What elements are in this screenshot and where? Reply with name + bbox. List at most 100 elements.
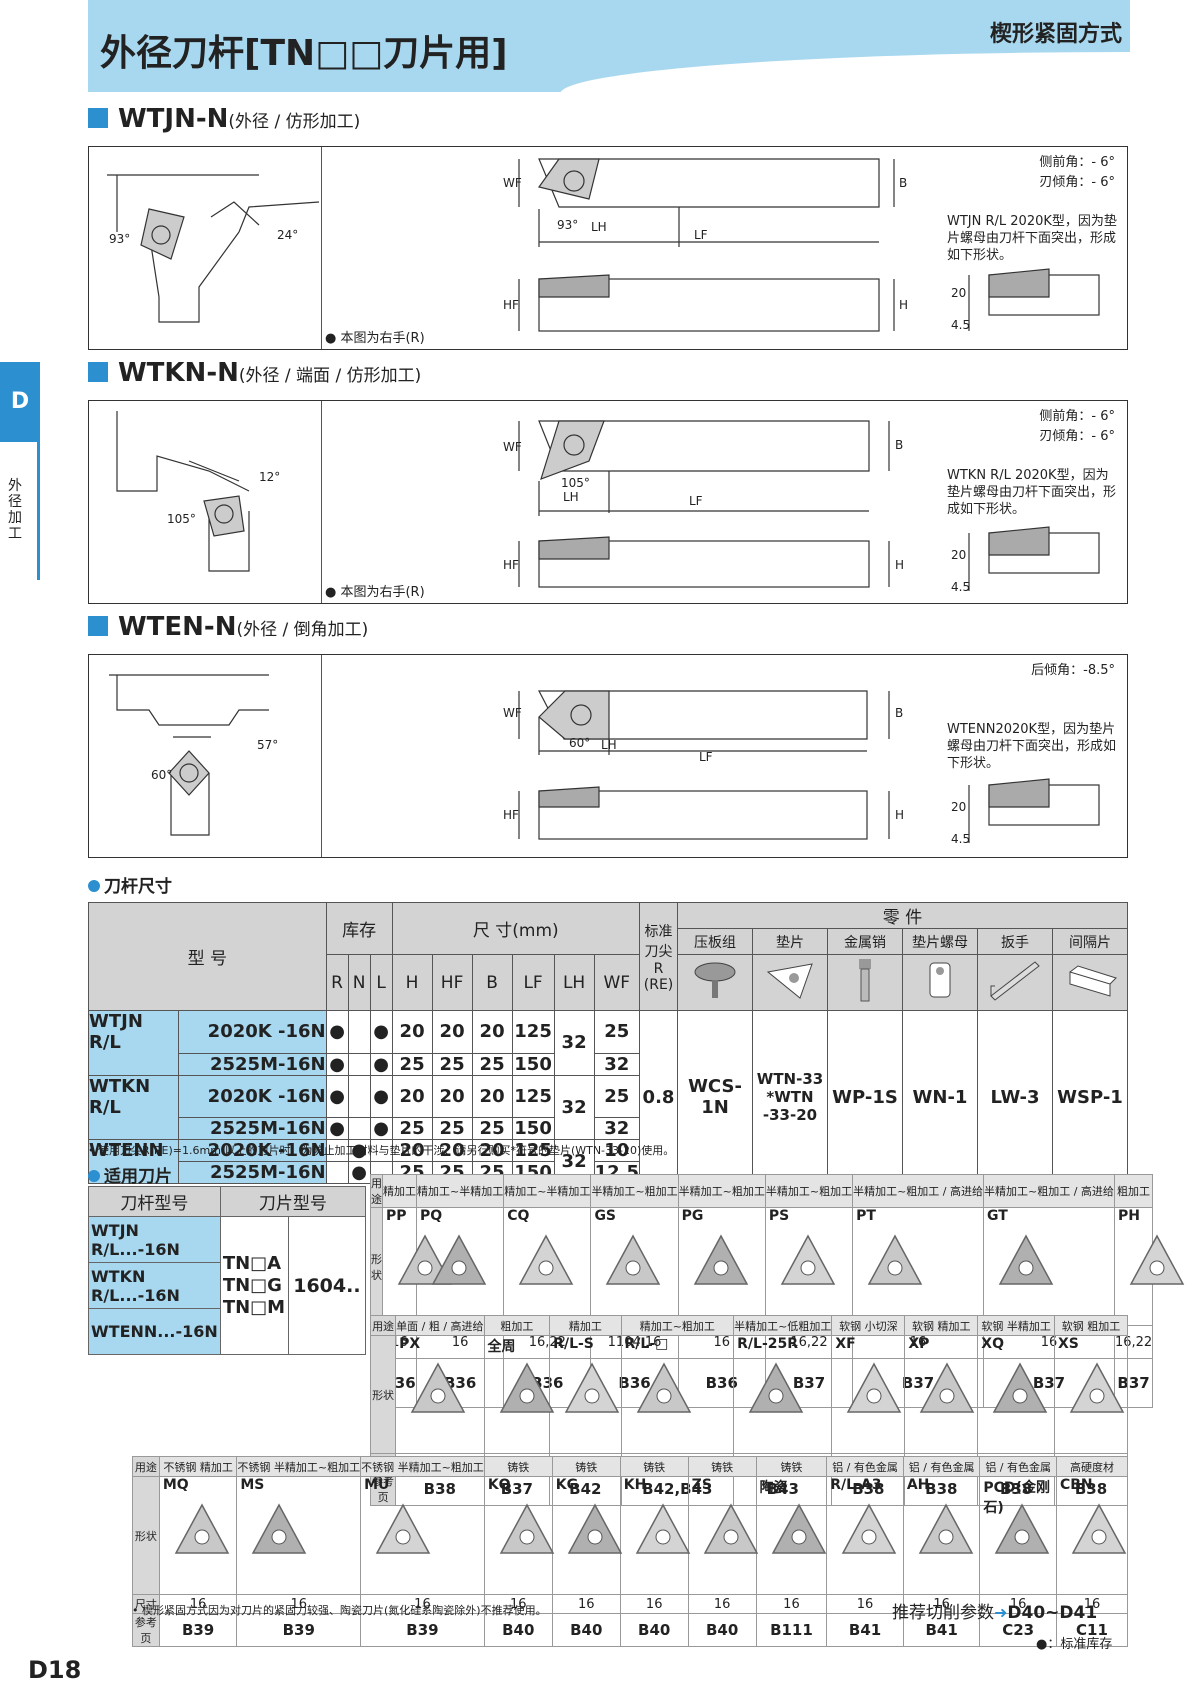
triangle-insert-icon bbox=[842, 1503, 897, 1554]
insert-ref-page: B40 bbox=[619, 1613, 689, 1647]
insert-chipbreaker: CQ bbox=[507, 1208, 530, 1224]
insert-cell: CQ bbox=[503, 1207, 592, 1326]
insert-chipbreaker: KQ bbox=[487, 1477, 511, 1493]
dim-label-h: H bbox=[895, 808, 904, 822]
insert-ref-page: C11 bbox=[1055, 1613, 1129, 1647]
angle-spec: 侧前角：- 6°刃倾角：- 6° bbox=[1039, 409, 1115, 444]
triangle-insert-icon bbox=[431, 1234, 487, 1285]
insert-cell: MU bbox=[360, 1476, 485, 1595]
holder-size-table: 型 号 库存 尺 寸(mm) 标准刀尖R (RE) 零 件 压板组 垫片 金属销… bbox=[88, 902, 1128, 1184]
section-title-wtkn: WTKN-N(外径 / 端面 / 仿形加工) bbox=[88, 358, 421, 388]
col-header-parts: 零 件 bbox=[677, 902, 1128, 929]
part-value: WCS-1N bbox=[677, 1010, 753, 1184]
right-hand-note: ● 本图为右手(R) bbox=[325, 331, 425, 346]
insert-use: 粗加工 bbox=[1113, 1174, 1154, 1208]
angle-label: 60° bbox=[569, 736, 590, 750]
insert-use: 铝 / 有色金属 bbox=[979, 1456, 1057, 1477]
insert-use: 铝 / 有色金属 bbox=[902, 1456, 981, 1477]
row-label: 形状 bbox=[132, 1476, 160, 1595]
drawing-box-wtkn: 105° 12° 105° LH LF WF B HF H 4.5 20 ● 本… bbox=[88, 400, 1128, 604]
insert-cell: R/L-25R bbox=[733, 1335, 833, 1454]
insert-ref-page: B111 bbox=[755, 1613, 828, 1647]
triangle-insert-icon bbox=[918, 1503, 974, 1554]
dim-label-h: H bbox=[899, 298, 908, 312]
dim-label-lh: LH bbox=[563, 490, 579, 504]
part-header: 垫片 bbox=[752, 928, 828, 955]
circle-bullet-icon bbox=[88, 880, 100, 892]
page-number: D18 bbox=[28, 1656, 82, 1684]
recommended-params[interactable]: 推荐切削参数➜D40~D41 bbox=[892, 1603, 1098, 1623]
bottom-note: • 楔形紧固方式因为对刀片的紧固力较强、陶瓷刀片(氮化硅系陶瓷除外)不推荐使用。 bbox=[132, 1604, 547, 1617]
insert-cell: R/L-A3 bbox=[826, 1476, 904, 1595]
dim-label-h: H bbox=[895, 558, 904, 572]
triangle-insert-icon bbox=[867, 1234, 923, 1285]
col-header-stock: 库存 bbox=[325, 902, 393, 955]
insert-chipbreaker: GT bbox=[987, 1208, 1008, 1224]
insert-cell: XS bbox=[1054, 1335, 1128, 1454]
insert-chipbreaker: KG bbox=[555, 1477, 579, 1493]
triangle-insert-icon bbox=[375, 1503, 431, 1554]
col-header-model: 型 号 bbox=[88, 902, 327, 1011]
insert-cell: XQ bbox=[977, 1335, 1056, 1454]
holder-footnote: • 使用刀尖R(RE)=1.6mm 以上的刀片时、为防止加工材料与垫片的干涉、请… bbox=[88, 1144, 675, 1157]
dim-label-offset: 4.5 bbox=[951, 832, 970, 846]
insert-chipbreaker: 全周 bbox=[487, 1339, 516, 1355]
dim-label-lf: LF bbox=[699, 750, 713, 764]
row-label: 用途 bbox=[132, 1456, 160, 1477]
dim-label-lf: LF bbox=[689, 494, 703, 508]
holder-size-heading: 刀杆尺寸 bbox=[88, 872, 172, 897]
insert-chipbreaker: PCD(金刚石) bbox=[983, 1480, 1050, 1516]
insert-ref-page: B39 bbox=[158, 1613, 238, 1647]
drawing-box-wtjn: 93° 24° 93° LH LF WF B HF H 4.5 20 ● 本图为… bbox=[88, 146, 1128, 350]
triangle-insert-icon bbox=[518, 1234, 574, 1285]
row-label: 用途 bbox=[370, 1174, 383, 1208]
dim-label-b: B bbox=[895, 706, 903, 720]
row-label: 形状 bbox=[370, 1207, 383, 1326]
page-title: 外径刀杆[TN□□刀片用] bbox=[100, 33, 508, 74]
shim-nut-icon bbox=[902, 954, 978, 1011]
insert-cell: PX bbox=[395, 1335, 485, 1454]
insert-size: 16 bbox=[551, 1594, 621, 1614]
part-header: 压板组 bbox=[677, 928, 753, 955]
part-value: LW-3 bbox=[977, 1010, 1053, 1184]
insert-cell: GT bbox=[983, 1207, 1115, 1326]
insert-use: 单面 / 粗 / 高进给 bbox=[395, 1315, 485, 1336]
wrench-icon bbox=[977, 954, 1053, 1011]
insert-grid-3: 用途不锈钢 精加工不锈钢 半精加工~粗加工不锈钢 半精加工~粗加工铸铁铸铁铸铁铸… bbox=[132, 1456, 1129, 1647]
angle-label: 24° bbox=[277, 228, 298, 242]
insert-size: 16 bbox=[902, 1594, 981, 1614]
insert-ref-page: B39 bbox=[236, 1613, 362, 1647]
insert-ref-page: B40 bbox=[483, 1613, 553, 1647]
insert-use: 精加工~粗加工 bbox=[620, 1315, 735, 1336]
triangle-insert-icon bbox=[564, 1362, 620, 1413]
insert-size: 16 bbox=[483, 1594, 553, 1614]
angle-spec: 后倾角：-8.5° bbox=[1031, 663, 1115, 678]
part-value: WN-1 bbox=[902, 1010, 978, 1184]
angle-spec: 侧前角：- 6°刃倾角：- 6° bbox=[1039, 155, 1115, 190]
insert-use: 不锈钢 半精加工~粗加工 bbox=[236, 1456, 362, 1477]
insert-cell: GS bbox=[590, 1207, 679, 1326]
insert-cell: PT bbox=[852, 1207, 985, 1326]
dim-label-lf: LF bbox=[694, 228, 708, 242]
insert-ref-page: C23 bbox=[979, 1613, 1057, 1647]
insert-chipbreaker: MQ bbox=[162, 1477, 189, 1493]
drawing-box-wten: 60° 57° 60° LH LF WF B HF H 4.5 20 后倾角：-… bbox=[88, 654, 1128, 858]
insert-cell: KQ bbox=[483, 1476, 555, 1595]
triangle-insert-icon bbox=[1069, 1362, 1125, 1413]
insert-cell: MS bbox=[236, 1476, 362, 1595]
chapter-tab[interactable]: D bbox=[0, 362, 40, 442]
triangle-insert-icon bbox=[998, 1234, 1054, 1285]
insert-cell: CBN bbox=[1055, 1476, 1129, 1595]
insert-chipbreaker: XQ bbox=[981, 1336, 1004, 1352]
insert-chipbreaker: XF bbox=[835, 1336, 856, 1352]
insert-chipbreaker: KH bbox=[623, 1477, 647, 1493]
insert-heading: 适用刀片 bbox=[88, 1162, 172, 1187]
insert-chipbreaker: PX bbox=[399, 1336, 421, 1352]
insert-chipbreaker: MS bbox=[240, 1477, 265, 1493]
clamp-set-icon bbox=[677, 954, 753, 1011]
dim-label-b: B bbox=[899, 176, 907, 190]
insert-chipbreaker: CBN bbox=[1059, 1477, 1093, 1493]
